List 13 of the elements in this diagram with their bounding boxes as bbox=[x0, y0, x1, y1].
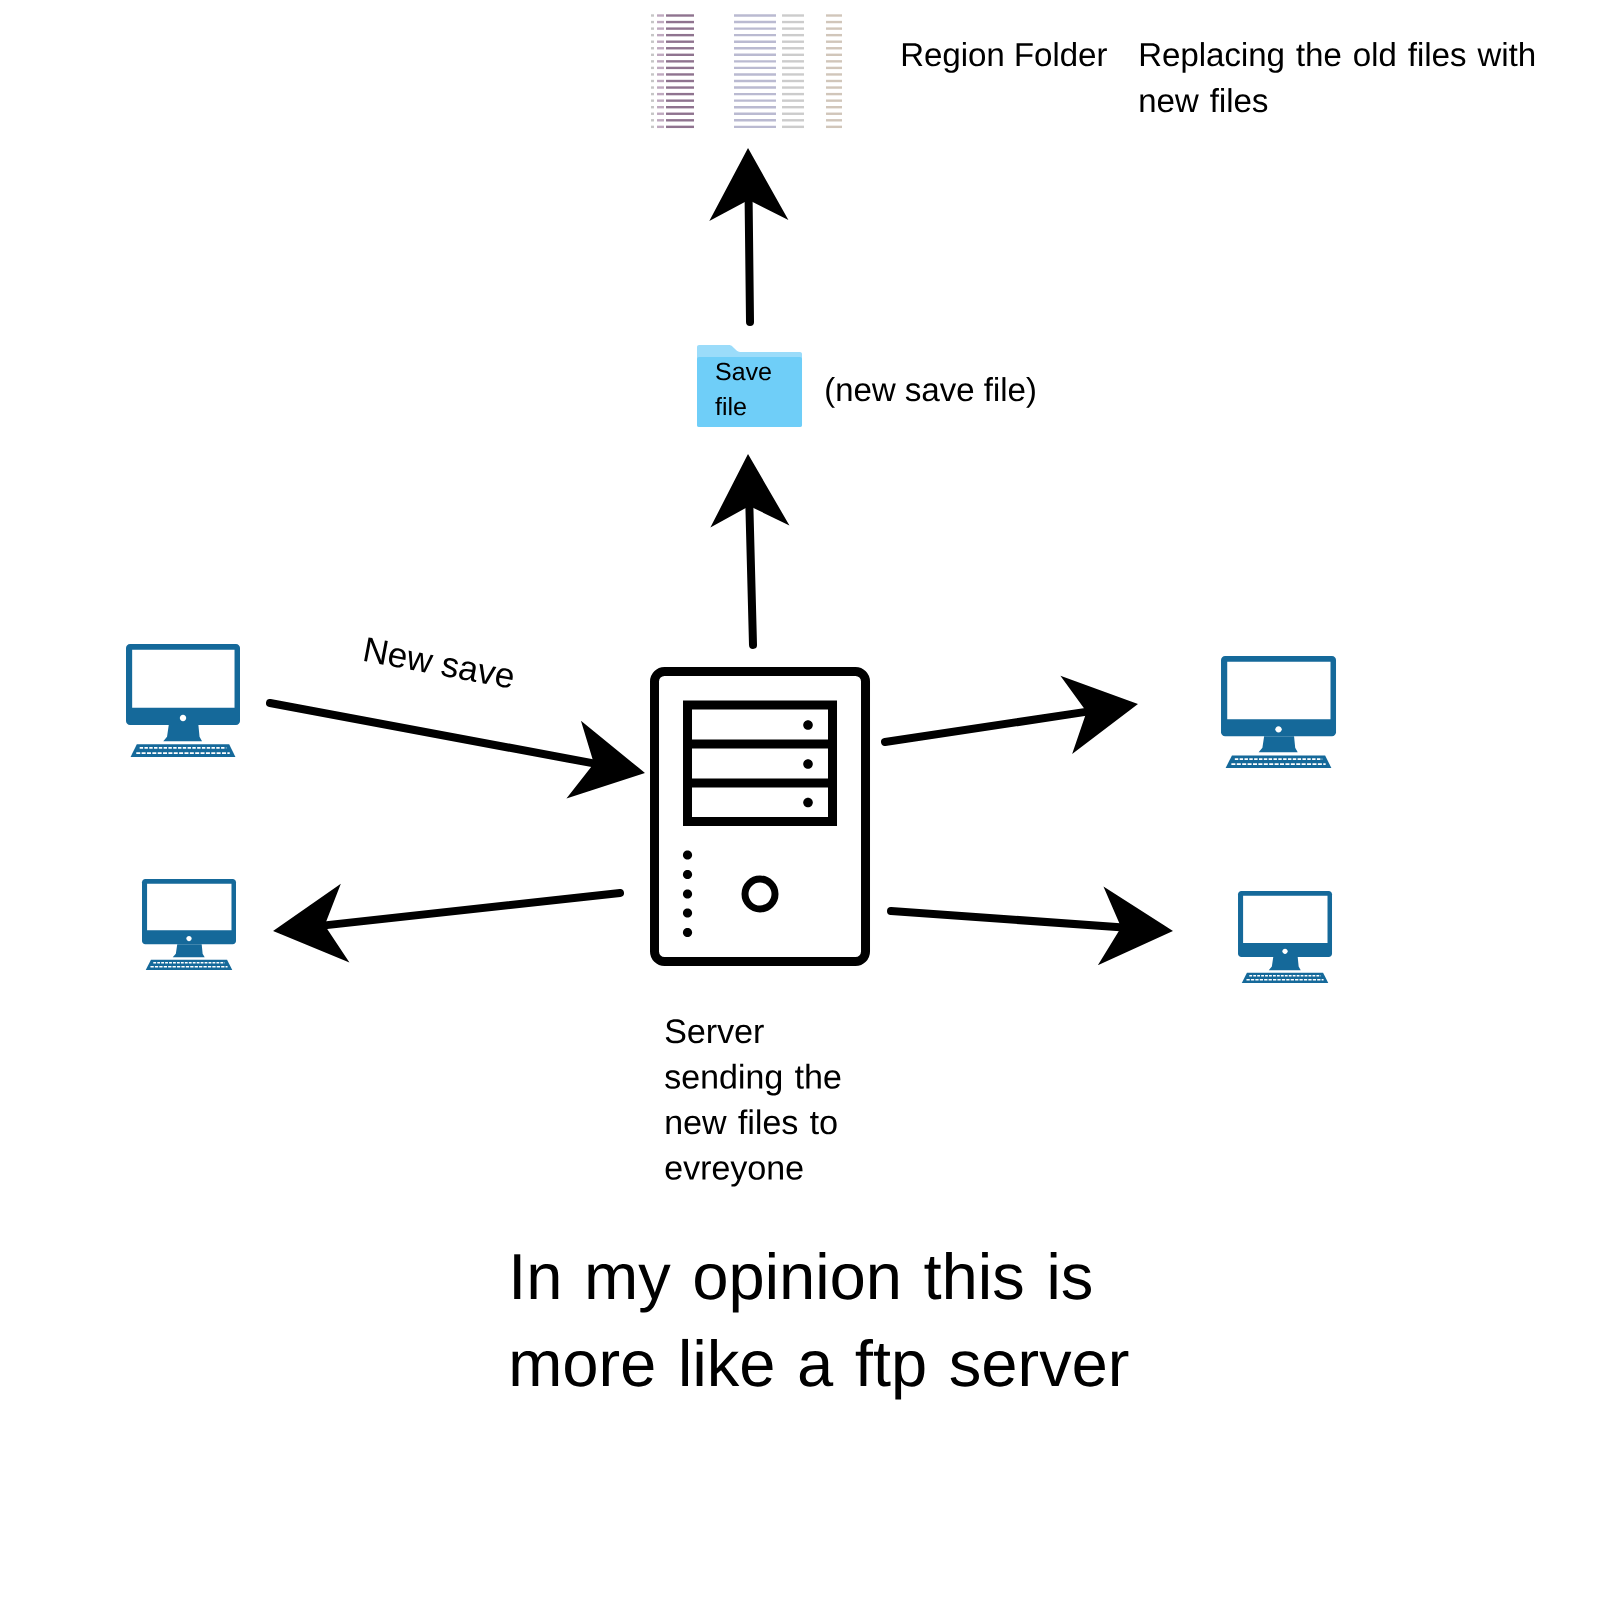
edge-label: New save bbox=[358, 634, 520, 692]
node-caption: Server sending the new files to evreyone bbox=[665, 1019, 841, 1187]
node-caption: Region Folder bbox=[902, 42, 1107, 73]
note-text: Replacing the old files with new files bbox=[1140, 42, 1535, 113]
computer-icon bbox=[1238, 891, 1332, 983]
computer-icon bbox=[142, 879, 236, 970]
caption-text: In my opinion this is more like a ftp server bbox=[512, 1251, 1129, 1400]
folder: Save file bbox=[697, 345, 802, 427]
file-list-picture bbox=[651, 14, 842, 129]
server-icon bbox=[650, 667, 870, 966]
computer-icon bbox=[1221, 656, 1336, 768]
computer-icon bbox=[126, 644, 240, 757]
node-caption: (new save file) bbox=[826, 377, 1035, 408]
